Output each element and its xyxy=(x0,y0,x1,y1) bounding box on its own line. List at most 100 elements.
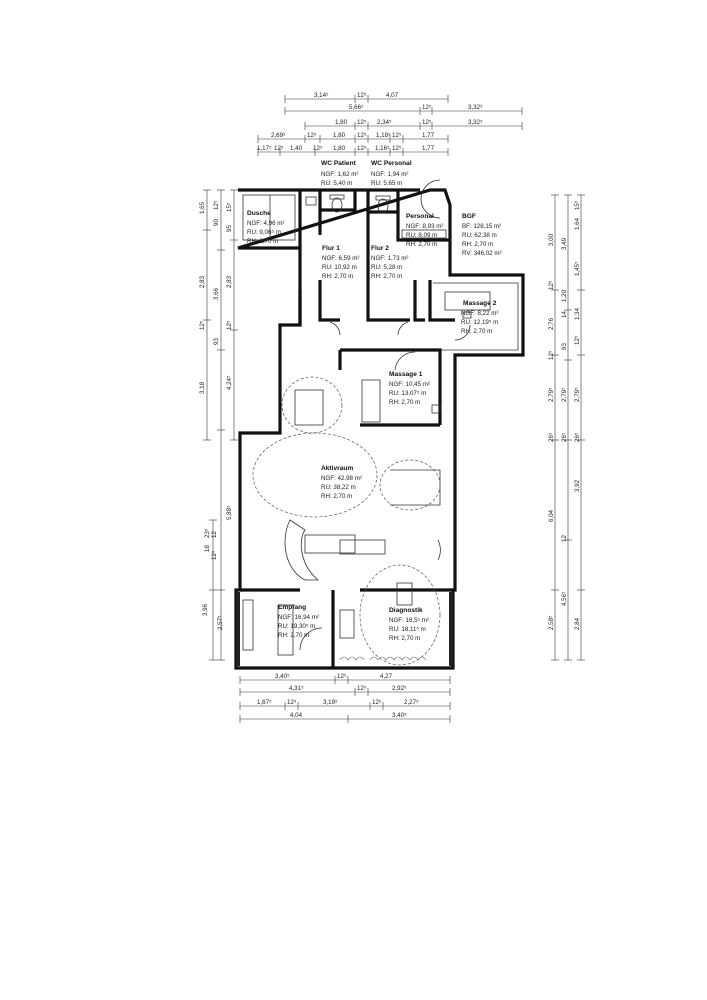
room-wc-personal: WC Personal NGF: 1,94 m² RU: 5,65 m xyxy=(371,160,412,187)
dim-top-r5-a: 1,17⁵ xyxy=(257,145,272,152)
dim-top-r1-b: 12⁵ xyxy=(357,92,367,99)
room-stat: NGF: 16,94 m² xyxy=(278,614,319,621)
dim-right-x: 2,58⁵ xyxy=(548,615,555,630)
dim-right-e: 12⁵ xyxy=(548,280,555,290)
room-name: WC Patient xyxy=(321,160,357,167)
dim-right-g: 2,76 xyxy=(548,317,555,330)
room-stat: NGF: 1,73 m² xyxy=(371,255,408,262)
room-empfang: Empfang NGF: 16,94 m² RU: 19,30⁵ m RH: 2… xyxy=(278,604,319,639)
dim-top-r5-f: 12⁵ xyxy=(357,145,367,152)
room-name: Empfang xyxy=(278,604,306,611)
room-stat: RH: 2,70 m xyxy=(389,635,420,642)
room-stat: RU: 5,28 m xyxy=(371,264,402,271)
dim-left-f: 2,83 xyxy=(199,275,206,288)
dim-right-s: 26⁵ xyxy=(574,432,581,442)
room-name: Diagnostik xyxy=(389,607,423,614)
room-flur1: Flur 1 NGF: 6,59 m² RU: 10,92 m RH: 2,70… xyxy=(322,245,359,280)
dim-left-m: 4,24⁵ xyxy=(226,375,233,390)
dim-bottom-r2-c: 2,92⁵ xyxy=(392,685,407,692)
dim-right-j: 1,34 xyxy=(574,307,581,320)
dim-right-n: 2,79⁵ xyxy=(548,387,555,402)
toilet-icon xyxy=(331,197,343,213)
dim-left-l: 3,18 xyxy=(199,381,206,394)
dim-bottom-r3-c: 3,19⁵ xyxy=(323,699,338,706)
dim-left-r: 5,88⁵ xyxy=(226,505,233,520)
room-name: WC Personal xyxy=(371,160,412,167)
room-stat: RH: 2,70 m xyxy=(278,632,309,639)
room-name: Flur 2 xyxy=(371,245,389,252)
dim-bottom-r1-c: 4,27 xyxy=(380,673,393,680)
room-stat: NGF: 8,93 m² xyxy=(406,223,443,230)
dim-left-p: 12⁵ xyxy=(211,550,218,560)
dim-right-f: 1,45⁵ xyxy=(574,261,581,276)
dim-right-t: 3,92 xyxy=(574,479,581,492)
room-name: Dusche xyxy=(247,210,271,217)
room-stat: RU: 62,38 m xyxy=(462,232,497,239)
dim-top-r3-d: 12⁵ xyxy=(422,119,432,126)
room-stat: NGF: 1,94 m² xyxy=(371,171,408,178)
room-stat: NGF: 42,98 m² xyxy=(321,475,362,482)
room-stat: RV: 346,02 m² xyxy=(462,250,502,257)
dim-top-r3-b: 12⁵ xyxy=(357,119,367,126)
bottom-dimension-chains: 3,40⁵ 12⁵ 4,27 4,31⁵ 12⁵ 2,92⁵ 1,67⁵ 12⁵… xyxy=(239,673,451,723)
dim-left-q: 12 xyxy=(211,531,218,538)
room-stat: RH: 2,70 m xyxy=(321,493,352,500)
dim-right-y: 2,84 xyxy=(574,617,581,630)
room-stat: NGF: 16,5⁵ m² xyxy=(389,617,429,624)
room-flur2: Flur 2 NGF: 1,73 m² RU: 5,28 m RH: 2,70 … xyxy=(371,245,408,280)
room-stat: NGF: 10,45 m² xyxy=(389,381,430,388)
room-stat: RU: 5,65 m xyxy=(371,180,402,187)
dim-right-r: 26⁵ xyxy=(561,432,568,442)
room-stat: RH: 2,70 m xyxy=(247,238,278,245)
dim-right-p: 2,79⁵ xyxy=(574,387,581,402)
room-stat: NGF: 4,96 m² xyxy=(247,220,284,227)
room-stat: RH: 2,70 m xyxy=(462,241,493,248)
room-stat: RU: 9,06⁵ m xyxy=(247,229,281,236)
dim-bottom-r3-a: 1,67⁵ xyxy=(257,699,272,706)
room-stat: RH: 2,70 m xyxy=(461,328,492,335)
room-stat: RH: 2,70 m xyxy=(406,241,437,248)
room-stat: RH: 2,70 m xyxy=(322,273,353,280)
room-aktivraum: Aktivraum NGF: 42,98 m² RU: 38,22 m RH: … xyxy=(321,465,362,500)
dim-right-k: 93 xyxy=(561,343,568,350)
room-stat: RH: 2,70 m xyxy=(371,273,402,280)
dim-top-r5-g: 1,16⁵ xyxy=(375,145,390,152)
dim-left-s: 3,96 xyxy=(202,603,209,616)
room-name: Massage 1 xyxy=(389,371,423,378)
dim-top-r5-d: 12⁵ xyxy=(313,145,323,152)
dim-right-c: 1,64 xyxy=(574,217,581,230)
room-name: Massage 2 xyxy=(463,300,497,307)
dim-left-k: 12⁵ xyxy=(226,320,233,330)
dim-bottom-r3-d: 12⁵ xyxy=(372,699,382,706)
room-stat: RU: 13,07⁵ m xyxy=(389,390,426,397)
dim-top-r4-c: 1,80 xyxy=(333,132,346,139)
dim-top-r4-e: 1,18⁵ xyxy=(376,132,391,139)
dim-left-t: 2,57⁵ xyxy=(217,615,224,630)
room-stat: NGF: 6,59 m² xyxy=(322,255,359,262)
room-stat: RU: 19,30⁵ m xyxy=(278,623,315,630)
dim-left-a: 1,65 xyxy=(199,201,206,214)
walls xyxy=(234,188,525,670)
dim-right-m: 12⁵ xyxy=(548,350,555,360)
room-stat: RU: 5,40 m xyxy=(321,180,352,187)
dim-left-b: 12⁵ xyxy=(213,200,220,210)
dim-bottom-r4-b: 3,40⁵ xyxy=(392,712,407,719)
massage-bed-icon xyxy=(444,291,491,311)
dim-right-v: 12 xyxy=(561,535,568,542)
dim-right-h: 14 xyxy=(561,311,568,318)
dim-left-n: 18 xyxy=(204,545,211,552)
dim-top-r4-d: 12⁵ xyxy=(357,132,367,139)
dim-top-r3-c: 2,34⁵ xyxy=(377,119,392,126)
dim-right-i: 1,20 xyxy=(561,289,568,302)
dim-bottom-r1-b: 12⁵ xyxy=(337,673,347,680)
dim-top-r1-c: 4,07 xyxy=(386,92,399,99)
room-wc-patient: WC Patient NGF: 1,62 m² RU: 5,40 m xyxy=(321,160,358,187)
dim-top-r1-a: 3,14⁵ xyxy=(314,92,329,99)
dim-top-r2-b: 12⁵ xyxy=(422,104,432,111)
dim-top-r4-b: 12⁵ xyxy=(307,132,317,139)
dim-top-r5-b: 12⁵ xyxy=(274,145,284,152)
dim-bottom-r2-a: 4,31⁵ xyxy=(289,685,304,692)
room-personal: Personal NGF: 8,93 m² RU: 8,09 m RH: 2,7… xyxy=(406,213,443,248)
dim-top-r5-e: 1,80 xyxy=(333,145,346,152)
dim-top-r2-c: 3,32⁵ xyxy=(468,104,483,111)
